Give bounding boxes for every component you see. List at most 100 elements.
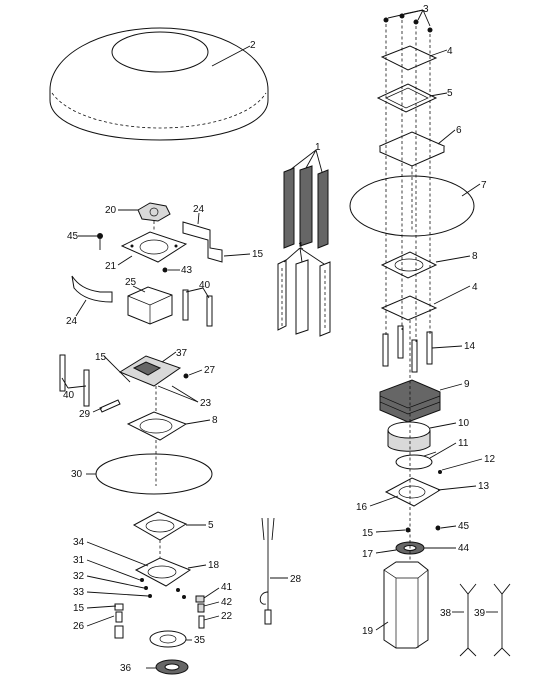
label-43: 43: [181, 265, 193, 276]
label-42: 42: [221, 597, 233, 608]
label-45b: 45: [458, 521, 470, 532]
label-14: 14: [464, 341, 476, 352]
label-8a: 8: [212, 415, 218, 426]
label-45a: 45: [67, 231, 79, 242]
label-13: 13: [478, 481, 490, 492]
plate-4-top: [380, 45, 438, 71]
base-plate-13: [384, 477, 442, 507]
label-7: 7: [481, 180, 487, 191]
label-39: 39: [474, 608, 486, 619]
rods-40-lower: [59, 354, 90, 407]
cable-38: [459, 583, 477, 657]
rods-40-upper: [182, 289, 213, 327]
gasket-8-right: [380, 251, 438, 279]
nut-stack-41-42-22: [195, 595, 205, 629]
screws-left-base: [140, 578, 186, 599]
bolt-29: [99, 399, 121, 413]
screw-45-right: [435, 525, 441, 531]
label-25: 25: [125, 277, 137, 288]
label-29: 29: [79, 409, 91, 420]
label-10: 10: [458, 418, 470, 429]
base-37: [118, 355, 182, 387]
led-strips-1-upper: [283, 165, 329, 249]
gasket-8-left: [126, 411, 188, 441]
label-5a: 5: [447, 88, 453, 99]
label-8b: 8: [472, 251, 478, 262]
label-24b: 24: [66, 316, 78, 327]
label-15c: 15: [73, 603, 85, 614]
label-34: 34: [73, 537, 85, 548]
led-strips-1-lower: [277, 259, 331, 337]
label-22: 22: [221, 611, 233, 622]
flange-plate-21: [120, 231, 188, 263]
label-24a: 24: [193, 204, 205, 215]
screw-12: [438, 470, 442, 474]
label-23: 23: [200, 398, 212, 409]
label-40a: 40: [199, 280, 211, 291]
bolt-26: [114, 603, 124, 639]
label-11: 11: [458, 438, 469, 449]
screw-45: [97, 233, 103, 239]
label-2: 2: [250, 40, 256, 51]
screw-15-right: [405, 527, 411, 533]
label-4b: 4: [472, 282, 478, 293]
label-32: 32: [73, 571, 85, 582]
plate-4-second: [380, 295, 438, 321]
coil-9: [379, 379, 441, 423]
label-36: 36: [120, 663, 132, 674]
label-1a: 1: [315, 142, 321, 153]
label-20: 20: [105, 205, 117, 216]
label-26: 26: [73, 621, 85, 632]
label-18: 18: [208, 560, 220, 571]
ring-10: [387, 421, 431, 452]
label-21: 21: [105, 261, 117, 272]
block-6: [378, 131, 446, 167]
label-30: 30: [71, 469, 83, 480]
box-25: [127, 286, 173, 325]
label-40b: 40: [63, 390, 75, 401]
label-5b: 5: [208, 520, 214, 531]
gasket-5-left: [132, 511, 188, 541]
rods-14: [382, 325, 433, 373]
screw-27: [183, 373, 189, 379]
gasket-5-right: [376, 83, 438, 113]
label-4a: 4: [447, 46, 453, 57]
screw-43: [162, 267, 168, 273]
label-27: 27: [204, 365, 216, 376]
plate-35: [149, 630, 187, 648]
bracket-24-left: [71, 275, 113, 303]
label-6: 6: [456, 125, 462, 136]
label-1b: 1: [298, 241, 304, 252]
label-19: 19: [362, 626, 374, 637]
leader-lines: [61, 9, 498, 669]
housing-18: [134, 557, 192, 587]
cap-plate-20: [137, 202, 171, 222]
label-28: 28: [290, 574, 302, 585]
label-3: 3: [423, 4, 429, 15]
screws-3: [383, 13, 433, 33]
label-15d: 15: [362, 528, 374, 539]
bracket-24-right: [182, 221, 223, 263]
plate-36: [155, 659, 189, 675]
pole-19: [383, 561, 429, 649]
label-35: 35: [194, 635, 206, 646]
label-9: 9: [464, 379, 470, 390]
label-44: 44: [458, 543, 470, 554]
dome-lens: [49, 27, 269, 141]
clip-11: [395, 451, 437, 470]
cable-28: [259, 517, 275, 625]
label-33: 33: [73, 587, 85, 598]
label-12: 12: [484, 454, 496, 465]
label-17: 17: [362, 549, 374, 560]
label-37: 37: [176, 348, 188, 359]
label-31: 31: [73, 555, 85, 566]
label-38: 38: [440, 608, 452, 619]
assembly-lines: [153, 20, 431, 560]
label-41: 41: [221, 582, 233, 593]
part-number-labels: 2 3 4 5 6 7 1 1 20 24 45 15 21 43 25 40 …: [63, 4, 496, 674]
label-15b: 15: [95, 352, 107, 363]
cable-39: [493, 583, 511, 657]
label-15a: 15: [252, 249, 264, 260]
label-16: 16: [356, 502, 368, 513]
